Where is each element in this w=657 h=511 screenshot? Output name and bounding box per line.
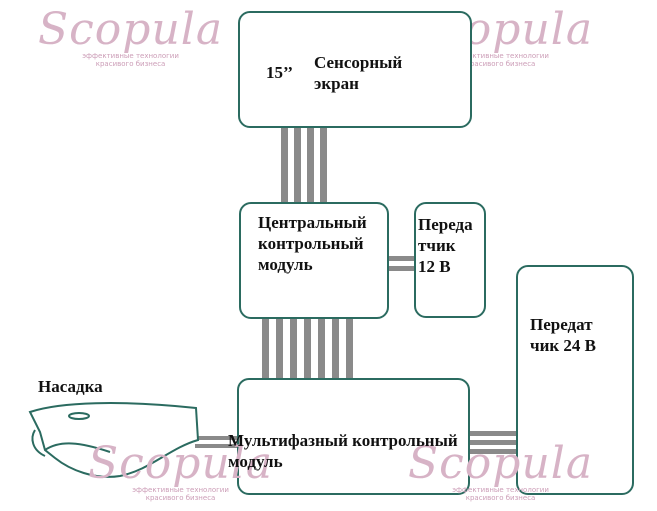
watermark-bottom-left: Scopula эффективные технологии красивого… [88, 438, 274, 503]
watermark-top-left: Scopula эффективные технологии красивого… [38, 4, 224, 69]
watermark-tagline: красивого бизнеса [145, 494, 216, 502]
central-module-line: контрольный [258, 234, 364, 253]
watermark-bottom-right: Scopula эффективные технологии красивого… [408, 438, 594, 503]
connector-nozzle-multiphase [195, 436, 240, 448]
transmitter-12v-box [414, 202, 486, 318]
connector-multiphase-24v [469, 431, 517, 454]
connector-screen-central [281, 128, 327, 203]
watermark-tagline: красивого бизнеса [465, 494, 536, 502]
transmitter-24v-line: чик 24 В [530, 336, 597, 355]
watermark-tagline: эффективные технологии [452, 52, 549, 60]
connector-central-multiphase [262, 318, 353, 378]
transmitter-24v-line: Передат [530, 315, 593, 334]
central-module-line: модуль [258, 255, 313, 274]
watermark-tagline: эффективные технологии [82, 52, 179, 60]
nozzle-handpiece [28, 402, 200, 478]
transmitter-24v-label: Передат чик 24 В [530, 314, 596, 356]
watermark-tagline: эффективные технологии [452, 486, 549, 494]
connector-central-12v [388, 256, 416, 271]
multiphase-module-label: Мультифазный контрольный модуль [228, 430, 458, 472]
watermark-logo: Scopula [408, 438, 594, 489]
watermark-tagline: эффективные технологии [132, 486, 229, 494]
transmitter-24v-box [516, 265, 634, 495]
multiphase-module-box [237, 378, 470, 495]
multiphase-module-line: Мультифазный контрольный [228, 431, 458, 450]
transmitter-12v-line: Переда [418, 215, 473, 234]
watermark-tagline: красивого бизнеса [465, 60, 536, 68]
screen-title-label: Сенсорный экран [314, 53, 403, 93]
central-module-label: Центральный контрольный модуль [258, 212, 367, 275]
screen-size-label: 15’’ [266, 63, 294, 82]
watermark-logo: Scopula [88, 438, 274, 489]
transmitter-12v-line: 12 В [418, 257, 451, 276]
touch-screen-box [238, 11, 472, 128]
central-module-box [239, 202, 389, 319]
transmitter-12v-line: тчик [418, 236, 456, 255]
nozzle-label: Насадка [38, 377, 103, 396]
watermark-tagline: красивого бизнеса [95, 60, 166, 68]
multiphase-module-line: модуль [228, 452, 283, 471]
watermark-logo: Scopula [38, 4, 224, 55]
central-module-line: Центральный [258, 213, 367, 232]
transmitter-12v-label: Переда тчик 12 В [418, 214, 473, 277]
